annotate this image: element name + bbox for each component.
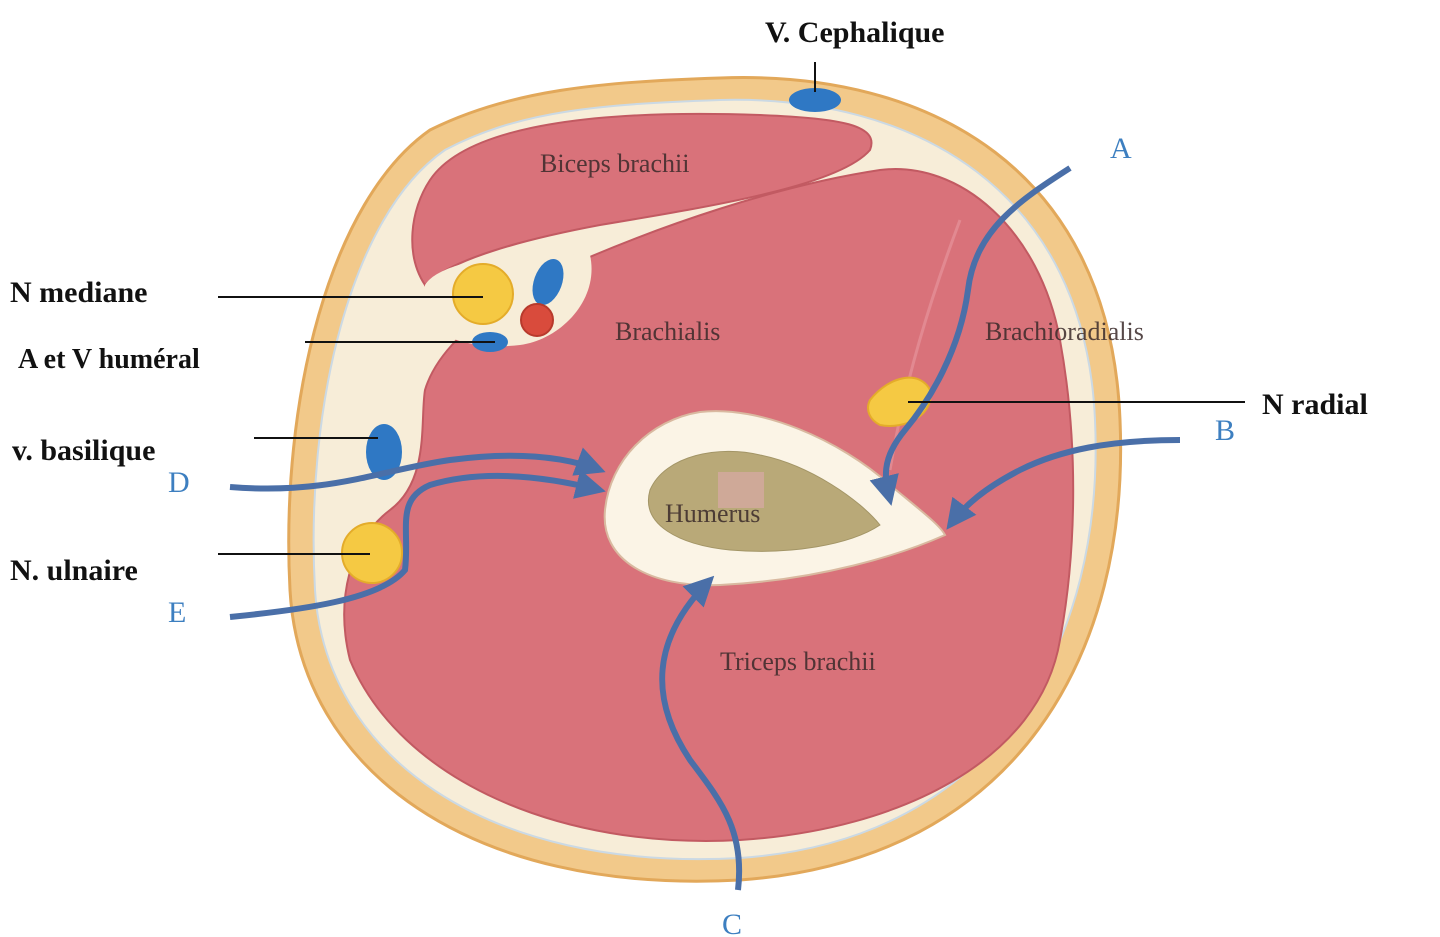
approach-label-e: E (168, 596, 186, 629)
approach-label-a: A (1110, 132, 1132, 165)
approach-label-d: D (168, 466, 190, 499)
radial-nerve-label: N radial (1262, 388, 1368, 421)
cephalic-vein-label: V. Cephalique (765, 16, 945, 49)
brachioradialis-label: Brachioradialis (985, 317, 1144, 346)
biceps-label: Biceps brachii (540, 149, 689, 178)
median-nerve-label: N mediane (10, 276, 148, 309)
basilic-vein-label: v. basilique (12, 434, 155, 467)
approach-label-c: C (722, 908, 742, 937)
brachialis-label: Brachialis (615, 317, 720, 346)
brachial-vessels-label: A et V huméral (18, 344, 200, 375)
ulnar-nerve-label: N. ulnaire (10, 554, 138, 587)
brachial-artery (521, 304, 553, 336)
approach-label-b: B (1215, 414, 1235, 447)
median-nerve (453, 264, 513, 324)
triceps-label: Triceps brachii (720, 647, 876, 676)
humerus-label: Humerus (665, 499, 760, 528)
